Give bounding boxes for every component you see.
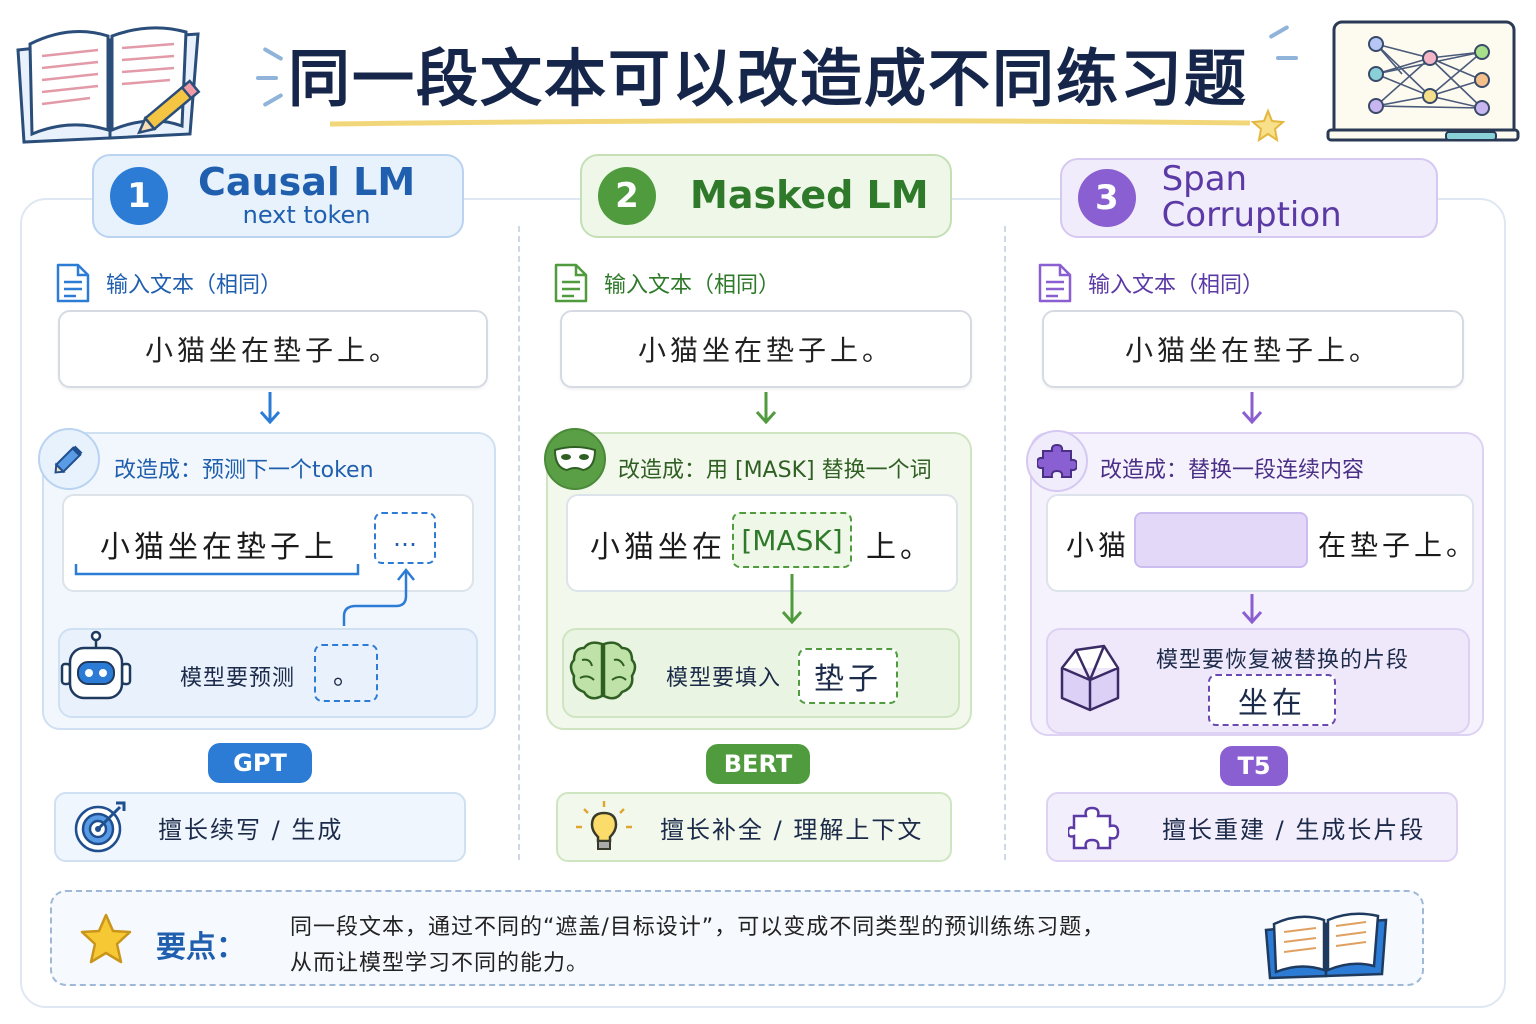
input-label-row: 输入文本（相同） <box>1036 262 1264 304</box>
pencil-icon <box>54 445 83 474</box>
mask-token-box: [MASK] <box>732 512 852 568</box>
input-label: 输入文本（相同） <box>106 273 283 298</box>
mask-badge <box>544 428 606 490</box>
model-tag-gpt: GPT <box>208 743 312 783</box>
causal-lm-header: 1 Causal LM next token <box>92 154 464 238</box>
strength-text: 擅长续写 / 生成 <box>158 815 344 844</box>
robot-icon <box>60 630 132 700</box>
input-label: 输入文本（相同） <box>604 273 781 298</box>
strength-box: 擅长补全 / 理解上下文 <box>556 792 952 862</box>
step-number: 3 <box>1078 169 1136 227</box>
model-action: 模型要恢复被替换的片段 <box>1156 648 1410 673</box>
method-name: Span Corruption <box>1161 159 1342 235</box>
document-icon <box>56 263 90 303</box>
network-board-icon <box>1326 20 1520 142</box>
key-point-note <box>50 890 1424 986</box>
answer-box: 坐在 <box>1208 674 1336 726</box>
column-divider <box>518 226 520 860</box>
puzzle-icon <box>1068 806 1120 850</box>
puzzle-icon <box>1037 443 1077 478</box>
column-divider <box>1004 226 1006 860</box>
model-action: 模型要预测 <box>180 666 296 691</box>
down-arrow-icon <box>755 392 777 425</box>
star-icon <box>1250 108 1286 143</box>
span-corruption-header: 3 Span Corruption <box>1060 158 1438 238</box>
input-text-box: 小猫坐在垫子上。 <box>58 310 488 388</box>
text-after-mask: 上。 <box>866 530 934 565</box>
down-arrow-icon <box>259 392 281 425</box>
masked-lm-header: 2 Masked LM <box>580 154 952 238</box>
strength-box: 擅长重建 / 生成长片段 <box>1046 792 1458 862</box>
context-text: 小猫坐在垫子上 <box>100 530 338 565</box>
mask-icon <box>553 446 597 472</box>
note-line: 从而让模型学习不同的能力。 <box>290 951 590 976</box>
pencil-badge <box>38 428 100 490</box>
page-title: 同一段文本可以改造成不同练习题 <box>287 42 1248 115</box>
input-label-row: 输入文本（相同） <box>54 262 282 304</box>
model-tag-bert: BERT <box>706 744 810 784</box>
model-tag-t5: T5 <box>1220 746 1288 786</box>
note-line: 同一段文本，通过不同的“遮盖/目标设计”，可以变成不同类型的预训练练习题， <box>290 915 1106 940</box>
transform-label: 改造成：替换一段连续内容 <box>1100 458 1365 483</box>
strength-text: 擅长重建 / 生成长片段 <box>1162 815 1426 844</box>
transform-label: 改造成：用 [MASK] 替换一个词 <box>618 458 932 483</box>
down-arrow-icon <box>1241 392 1263 425</box>
model-action: 模型要填入 <box>666 666 782 691</box>
target-icon <box>74 801 126 853</box>
lightbulb-icon <box>576 801 632 850</box>
answer-box: 垫子 <box>798 648 898 704</box>
strength-text: 擅长补全 / 理解上下文 <box>660 815 924 844</box>
text-after-span: 在垫子上。 <box>1318 529 1479 562</box>
method-subtitle: next token <box>242 201 371 230</box>
document-icon <box>554 263 588 303</box>
step-number: 2 <box>598 167 656 225</box>
note-key: 要点： <box>156 930 246 965</box>
next-token-placeholder: … <box>374 512 436 564</box>
note-text: 同一段文本，通过不同的“遮盖/目标设计”，可以变成不同类型的预训练练习题， 从而… <box>290 910 1190 982</box>
star-icon <box>80 913 132 964</box>
sparkle-line <box>1276 56 1298 60</box>
input-label-row: 输入文本（相同） <box>552 262 780 304</box>
sparkle-line <box>256 76 278 80</box>
input-text-box: 小猫坐在垫子上。 <box>560 310 972 388</box>
text-before-span: 小猫 <box>1066 529 1131 562</box>
step-number: 1 <box>110 167 168 225</box>
input-text-box: 小猫坐在垫子上。 <box>1042 310 1464 388</box>
document-icon <box>1038 263 1072 303</box>
text-before-mask: 小猫坐在 <box>590 530 726 565</box>
curve-arrow-icon <box>342 567 415 626</box>
method-name: Causal LM <box>198 160 416 205</box>
corrupted-span-block <box>1134 512 1308 568</box>
method-name: Masked LM <box>690 173 929 218</box>
title-underline <box>330 118 1250 127</box>
puzzle-badge <box>1026 430 1088 492</box>
context-bracket <box>74 564 360 576</box>
open-book-icon <box>1264 912 1388 980</box>
brain-icon <box>569 641 637 700</box>
answer-box: 。 <box>314 644 378 702</box>
down-arrow-icon <box>1241 594 1263 625</box>
strength-box: 擅长续写 / 生成 <box>54 792 466 862</box>
input-label: 输入文本（相同） <box>1088 273 1265 298</box>
transform-label: 改造成：预测下一个token <box>114 458 374 483</box>
box-icon <box>1060 644 1120 712</box>
pencil-icon <box>136 79 201 135</box>
down-arrow-icon <box>781 574 803 625</box>
